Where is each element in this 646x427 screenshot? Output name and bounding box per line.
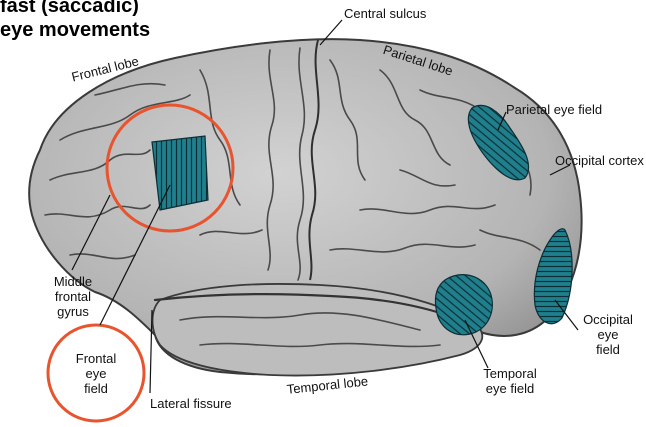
heading-line-1: fast (saccadic) [0,0,150,18]
label-temporal-eye-field-line-1: Temporal [470,366,550,381]
label-frontal-eye-field-line-3: field [66,381,126,396]
label-occipital-eye-field-line-1: Occipital [576,312,640,327]
label-frontal-eye-field-line-1: Frontal [66,351,126,366]
label-frontal-eye-field: Frontal eye field [66,351,126,396]
heading-block: fast (saccadic) eye movements [0,0,150,42]
label-occipital-eye-field: Occipital eye field [576,312,640,357]
label-middle-frontal-gyrus-line-1: Middle [46,274,100,289]
label-lateral-fissure: Lateral fissure [150,396,232,411]
label-middle-frontal-gyrus-line-2: frontal [46,289,100,304]
frontal-eye-field-region [152,136,208,210]
label-frontal-eye-field-line-2: eye [66,366,126,381]
label-middle-frontal-gyrus: Middle frontal gyrus [46,274,100,319]
label-occipital-eye-field-line-2: eye [576,327,640,342]
label-parietal-eye-field: Parietal eye field [506,102,602,117]
label-middle-frontal-gyrus-line-3: gyrus [46,304,100,319]
label-temporal-eye-field: Temporal eye field [470,366,550,396]
heading-line-2: eye movements [0,18,150,42]
label-occipital-cortex: Occipital cortex [555,153,644,168]
label-temporal-eye-field-line-2: eye field [470,381,550,396]
label-central-sulcus: Central sulcus [344,6,426,21]
temporal-eye-field-region [435,275,492,335]
label-occipital-eye-field-line-3: field [576,342,640,357]
